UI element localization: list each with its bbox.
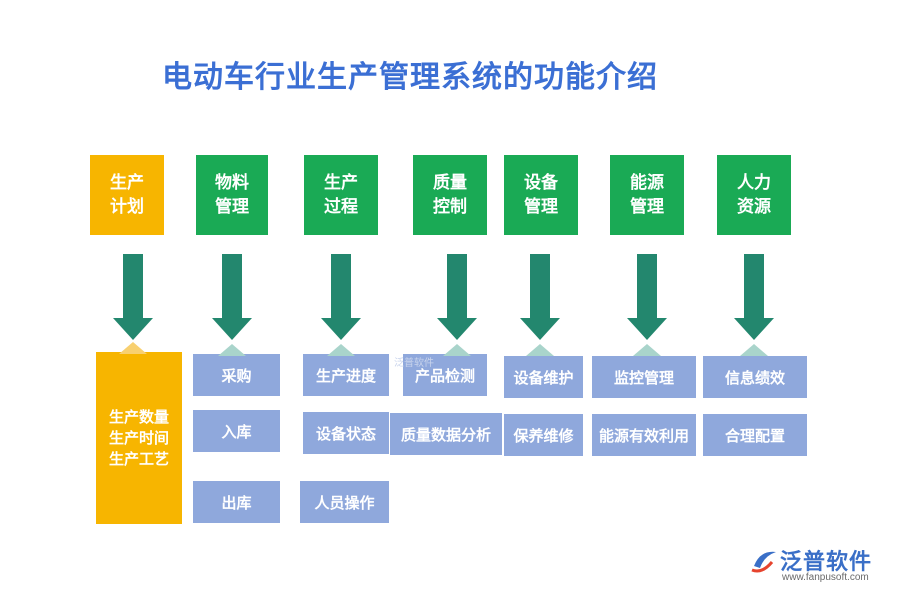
- sub-item-purchase: 采购: [193, 354, 280, 396]
- sub-item-info-performance: 信息绩效: [703, 356, 807, 398]
- down-arrow-production-process: [321, 254, 361, 340]
- page-title: 电动车行业生产管理系统的功能介绍: [162, 60, 658, 95]
- logo-url: www.fanpusoft.com: [782, 572, 869, 583]
- production-plan-details: 生产数量 生产时间 生产工艺: [96, 352, 182, 524]
- plan-item: 生产数量: [108, 407, 169, 426]
- logo-icon: [751, 551, 776, 573]
- down-arrow-equipment-management: [520, 254, 560, 340]
- header-production-plan: 生产 计划: [90, 155, 164, 235]
- sub-item-quality-data-analysis: 质量数据分析: [390, 413, 502, 455]
- header-material-management: 物料 管理: [196, 155, 268, 235]
- sub-item-personnel-operation: 人员操作: [300, 481, 389, 523]
- connector-triangle: [327, 344, 355, 356]
- sub-item-outbound: 出库: [193, 481, 280, 523]
- brand-logo: 泛普软件 www.fanpusoft.com: [750, 544, 890, 584]
- down-arrow-material-management: [212, 254, 252, 340]
- down-arrow-human-resources: [734, 254, 774, 340]
- connector-triangle: [218, 344, 246, 356]
- header-quality-control: 质量 控制: [413, 155, 487, 235]
- sub-item-inbound: 入库: [193, 410, 280, 452]
- watermark: 泛普软件: [394, 358, 434, 369]
- sub-item-upkeep-repair: 保养维修: [504, 414, 583, 456]
- sub-item-rational-allocation: 合理配置: [703, 414, 807, 456]
- plan-item: 生产时间: [108, 428, 169, 447]
- header-equipment-management: 设备 管理: [504, 155, 578, 235]
- down-arrow-energy-management: [627, 254, 667, 340]
- down-arrow-quality-control: [437, 254, 477, 340]
- down-arrow-production-plan: [113, 254, 153, 340]
- connector-triangle: [526, 344, 554, 356]
- connector-triangle: [119, 342, 147, 354]
- plan-item: 生产工艺: [108, 449, 169, 468]
- sub-item-product-inspection: 产品检测: [403, 354, 487, 396]
- sub-item-equipment-maintenance: 设备维护: [504, 356, 583, 398]
- header-energy-management: 能源 管理: [610, 155, 684, 235]
- logo-name: 泛普软件: [780, 550, 873, 575]
- connector-triangle: [633, 344, 661, 356]
- sub-item-monitoring-management: 监控管理: [592, 356, 696, 398]
- connector-triangle: [443, 344, 471, 356]
- header-human-resources: 人力 资源: [717, 155, 791, 235]
- sub-item-production-progress: 生产进度: [303, 354, 389, 396]
- sub-item-equipment-status: 设备状态: [303, 412, 389, 454]
- header-production-process: 生产 过程: [304, 155, 378, 235]
- connector-triangle: [740, 344, 768, 356]
- sub-item-energy-efficiency: 能源有效利用: [592, 414, 696, 456]
